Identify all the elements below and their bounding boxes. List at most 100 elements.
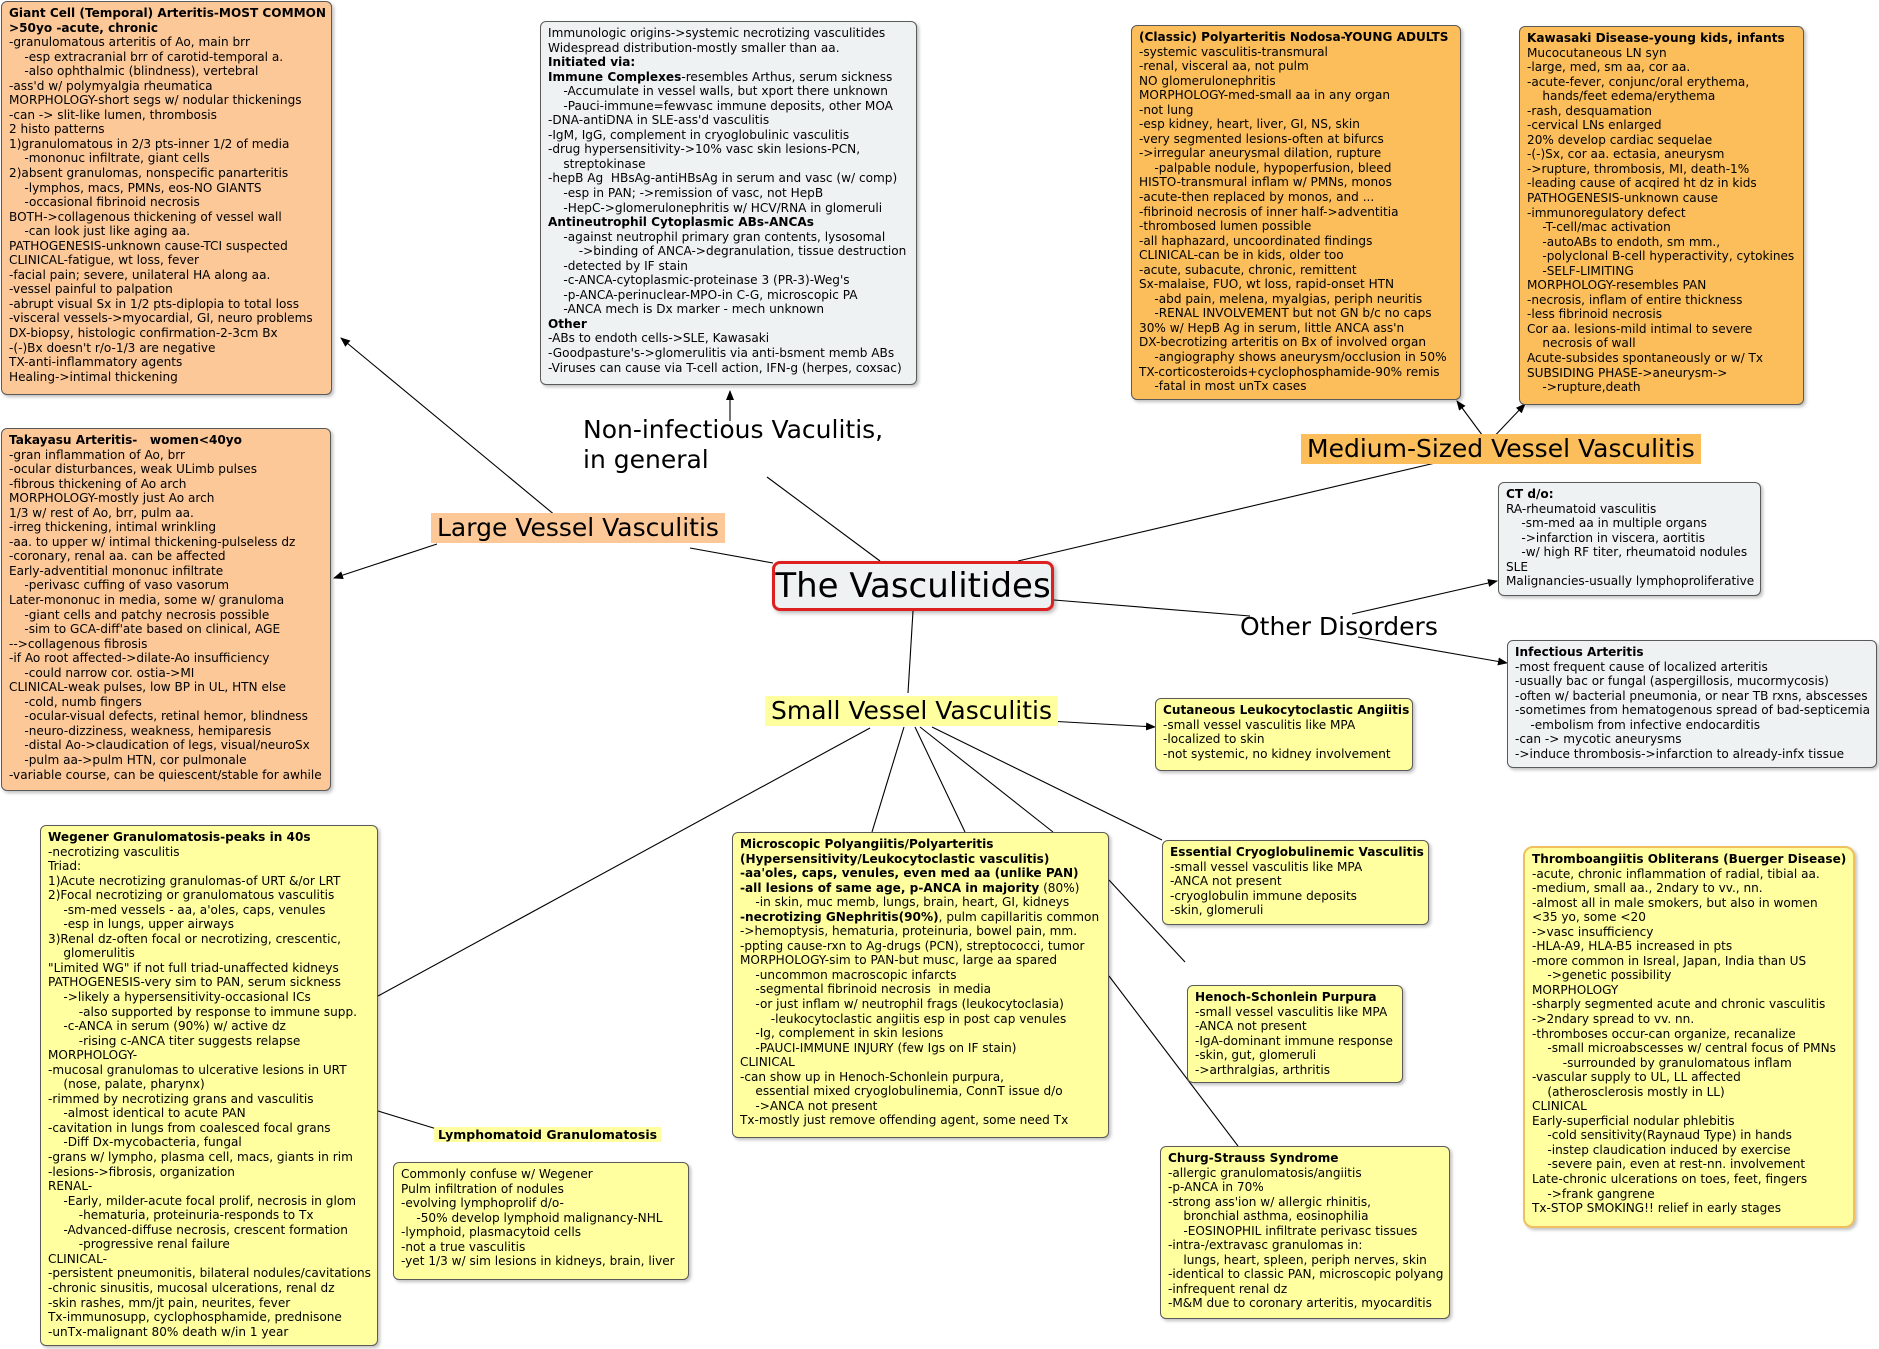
label-other-disorders[interactable]: Other Disorders — [1240, 612, 1438, 641]
node-line: -palpable nodule, hypoperfusion, bleed — [1139, 160, 1392, 175]
node-line: -aa. to upper w/ intimal thickening-puls… — [9, 534, 296, 549]
node-microscopic-polyangiitis[interactable]: Microscopic Polyangiitis/Polyarteritis(H… — [732, 832, 1109, 1138]
node-line: (atherosclerosis mostly in LL) — [1532, 1084, 1725, 1099]
node-line: -yet 1/3 w/ sim lesions in kidneys, brai… — [401, 1254, 675, 1269]
node-wegener-granulomatosis[interactable]: Wegener Granulomatosis-peaks in 40s-necr… — [40, 825, 378, 1346]
node-line: -esp in PAN; ->remission of vasc, not He… — [548, 186, 824, 201]
node-line: -ANCA not present — [1170, 874, 1282, 889]
node-line: -acute-fever, conjunc/oral erythema, — [1527, 74, 1750, 89]
node-line: -medium, small aa., 2ndary to vv., nn. — [1532, 881, 1763, 896]
node-line: -Accumulate in vessel walls, but xport t… — [548, 84, 888, 99]
node-line: MORPHOLOGY-sim to PAN-but musc, large aa… — [740, 953, 1058, 968]
node-line: -infrequent renal dz — [1168, 1281, 1288, 1296]
node-line: -almost all in male smokers, but also in… — [1532, 895, 1818, 910]
node-line: -embolism from infective endocarditis — [1515, 717, 1761, 732]
node-line: -cervical LNs enlarged — [1527, 118, 1662, 133]
node-line: glomerulitis — [48, 946, 135, 961]
node-line: CLINICAL-weak pulses, low BP in UL, HTN … — [9, 680, 286, 695]
node-noninfectious-general[interactable]: Immunologic origins->systemic necrotizin… — [540, 21, 917, 385]
node-title: Cutaneous Leukocytoclastic Angiitis — [1163, 703, 1410, 717]
node-line: -hepB Ag HBsAg-antiHBsAg in serum and va… — [548, 171, 898, 186]
node-line: DX-becrotizing arteritis on Bx of involv… — [1139, 335, 1427, 350]
node-line: lungs, heart, spleen, periph nerves, ski… — [1168, 1252, 1427, 1267]
node-line: Tx-STOP SMOKING!! relief in early stages — [1532, 1201, 1782, 1216]
node-line: -systemic vasculitis-transmural — [1139, 44, 1328, 59]
node-cutaneous-leukocytoclastic[interactable]: Cutaneous Leukocytoclastic Angiitis-smal… — [1155, 698, 1413, 771]
node-giant-cell-arteritis[interactable]: Giant Cell (Temporal) Arteritis-MOST COM… — [1, 1, 332, 395]
node-line: -abd pain, melena, myalgias, periph neur… — [1139, 291, 1423, 306]
node-line: -sm-med vessels - aa, a'oles, caps, venu… — [48, 902, 326, 917]
node-churg-strauss[interactable]: Churg-Strauss Syndrome-allergic granulom… — [1160, 1146, 1450, 1319]
node-line: bronchial asthma, eosinophilia — [1168, 1209, 1369, 1224]
node-line: Tx-immunosupp, cyclophosphamide, prednis… — [48, 1310, 342, 1325]
node-line: Cor aa. lesions-mild intimal to severe — [1527, 321, 1753, 336]
node-line: <35 yo, some <20 — [1532, 910, 1646, 925]
node-line: DX-biopsy, histologic confirmation-2-3cm… — [9, 326, 278, 341]
node-line: Mucocutaneous LN syn — [1527, 45, 1667, 60]
node-line: MORPHOLOGY-short segs w/ nodular thicken… — [9, 93, 302, 108]
node-line: -ocular disturbances, weak ULimb pulses — [9, 462, 258, 477]
node-line: -Goodpasture's->glomerulitis via anti-bs… — [548, 346, 895, 361]
node-line: -occasional fibrinoid necrosis — [9, 195, 200, 210]
node-line: -sometimes from hematogenous spread of b… — [1515, 703, 1871, 718]
link-root-other — [1053, 599, 1251, 617]
node-line: RENAL- — [48, 1179, 93, 1194]
node-line: -all haphazard, uncoordinated findings — [1139, 233, 1373, 248]
root-node[interactable]: The Vasculitides — [772, 561, 1054, 611]
node-henoch-schonlein[interactable]: Henoch-Schonlein Purpura-small vessel va… — [1187, 985, 1403, 1083]
link-small-mpa — [871, 726, 905, 833]
node-infectious-arteritis[interactable]: Infectious Arteritis-most frequent cause… — [1507, 640, 1877, 768]
node-line: -drug hypersensitivity->10% vasc skin le… — [548, 142, 861, 157]
node-line: 20% develop cardiac sequelae — [1527, 132, 1713, 147]
node-line: -surrounded by granulomatous inflam — [1532, 1055, 1792, 1070]
node-line: -leading cause of acqired ht dz in kids — [1527, 176, 1757, 191]
label-medium-vessel[interactable]: Medium-Sized Vessel Vasculitis — [1301, 434, 1701, 464]
label-large-vessel[interactable]: Large Vessel Vasculitis — [431, 513, 725, 543]
node-line: -detected by IF stain — [548, 258, 688, 273]
node-line: -p-ANCA in 70% — [1168, 1180, 1264, 1195]
node-line: Widespread distribution-mostly smaller t… — [548, 40, 840, 55]
label-noninfectious[interactable]: Non-infectious Vaculitis, in general — [583, 415, 884, 474]
node-line: -ass'd w/ polymyalgia rheumatica — [9, 78, 213, 93]
node-title: Essential Cryoglobulinemic Vasculitis — [1170, 845, 1424, 859]
link-root-medium — [1017, 459, 1449, 562]
link-mpa-churg — [1108, 975, 1239, 1147]
node-line: 2 histo patterns — [9, 122, 105, 137]
node-cryoglobulinemic-vasculitis[interactable]: Essential Cryoglobulinemic Vasculitis-sm… — [1162, 840, 1429, 925]
node-takayasu-arteritis[interactable]: Takayasu Arteritis- women<40yo-gran infl… — [1, 428, 331, 791]
node-line: -evolving lymphoprolif d/o- — [401, 1196, 564, 1211]
node-ct-disorders[interactable]: CT d/o:RA-rheumatoid vasculitis -sm-med … — [1498, 482, 1761, 596]
node-line: Tx-mostly just remove offending agent, s… — [740, 1113, 1069, 1128]
node-polyarteritis-nodosa[interactable]: (Classic) Polyarteritis Nodosa-YOUNG ADU… — [1131, 25, 1461, 400]
node-buerger-disease[interactable]: Thromboangiitis Obliterans (Buerger Dise… — [1523, 846, 1855, 1228]
node-line: Malignancies-usually lymphoproliferative — [1506, 574, 1755, 589]
node-line: -thromboses occur-can organize, recanali… — [1532, 1026, 1796, 1041]
node-line: -necrosis, inflam of entire thickness — [1527, 292, 1743, 307]
node-line: BOTH->collagenous thickening of vessel w… — [9, 209, 282, 224]
link-wegener-lympho — [377, 1110, 441, 1131]
node-line: -esp in lungs, upper airways — [48, 917, 235, 932]
node-line: Early-superficial nodular phlebitis — [1532, 1113, 1735, 1128]
label-small-vessel[interactable]: Small Vessel Vasculitis — [765, 696, 1059, 726]
node-line: RA-rheumatoid vasculitis — [1506, 501, 1657, 516]
node-line: -fibrinoid necrosis of inner half->adven… — [1139, 204, 1399, 219]
node-line: -thrombosed lumen possible — [1139, 219, 1312, 234]
node-line: TX-corticosteroids+cyclophosphamide-90% … — [1139, 364, 1440, 379]
node-line: 2)Focal necrotizing or granulomatous vas… — [48, 888, 335, 903]
node-line: -usually bac or fungal (aspergillosis, m… — [1515, 674, 1829, 689]
link-small-cutaneous — [1047, 720, 1156, 731]
label-lymphomatoid[interactable]: Lymphomatoid Granulomatosis — [434, 1127, 662, 1142]
node-line: -neuro-dizziness, weakness, hemiparesis — [9, 723, 272, 738]
node-line: 2)absent granulomas, nonspecific panarte… — [9, 166, 289, 181]
node-line: -granulomatous arteritis of Ao, main brr — [9, 35, 250, 50]
node-line: -mucosal granulomas to ulcerative lesion… — [48, 1062, 347, 1077]
link-large-gca — [340, 337, 557, 517]
node-line: 1)Acute necrotizing granulomas-of URT &/… — [48, 873, 341, 888]
node-line: -most frequent cause of localized arteri… — [1515, 659, 1768, 674]
node-title: Kawasaki Disease-young kids, infants — [1527, 31, 1785, 45]
node-line: -fatal in most unTx cases — [1139, 379, 1307, 394]
node-line: -polyclonal B-cell hyperactivity, cytoki… — [1527, 249, 1795, 264]
node-line: -skin rashes, mm/jt pain, neurites, feve… — [48, 1295, 291, 1310]
